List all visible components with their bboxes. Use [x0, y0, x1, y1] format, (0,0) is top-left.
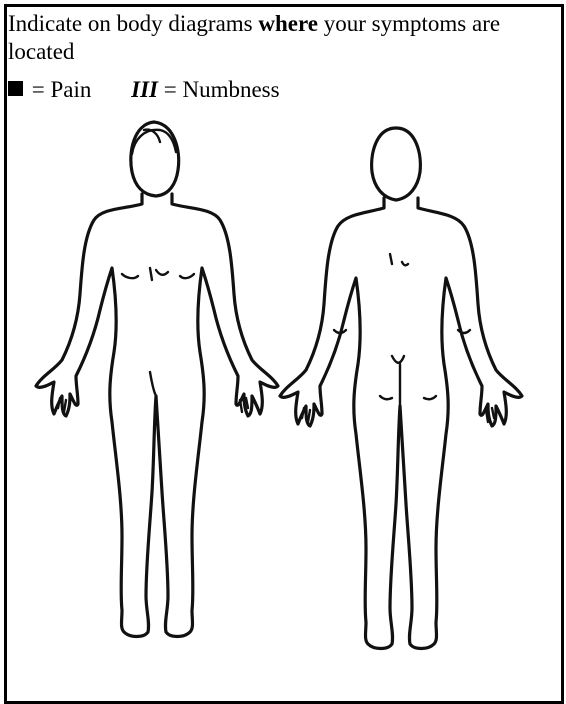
front-chest-mark-left [122, 274, 138, 278]
back-head [372, 128, 421, 200]
front-body-diagram[interactable] [36, 122, 278, 637]
back-right-elbow-mark [458, 330, 470, 333]
back-body-outline [280, 198, 522, 649]
back-body-diagram[interactable] [280, 128, 522, 649]
front-groin-mark [150, 372, 156, 396]
front-body-outline [36, 194, 278, 637]
front-chest-mark-center [150, 268, 168, 280]
back-buttock-cleft [392, 356, 404, 406]
back-left-hip-mark [380, 396, 392, 399]
back-upper-mark [390, 254, 408, 265]
back-right-hip-mark [424, 396, 436, 399]
body-diagrams [4, 4, 560, 700]
front-chest-mark-right [180, 274, 194, 278]
